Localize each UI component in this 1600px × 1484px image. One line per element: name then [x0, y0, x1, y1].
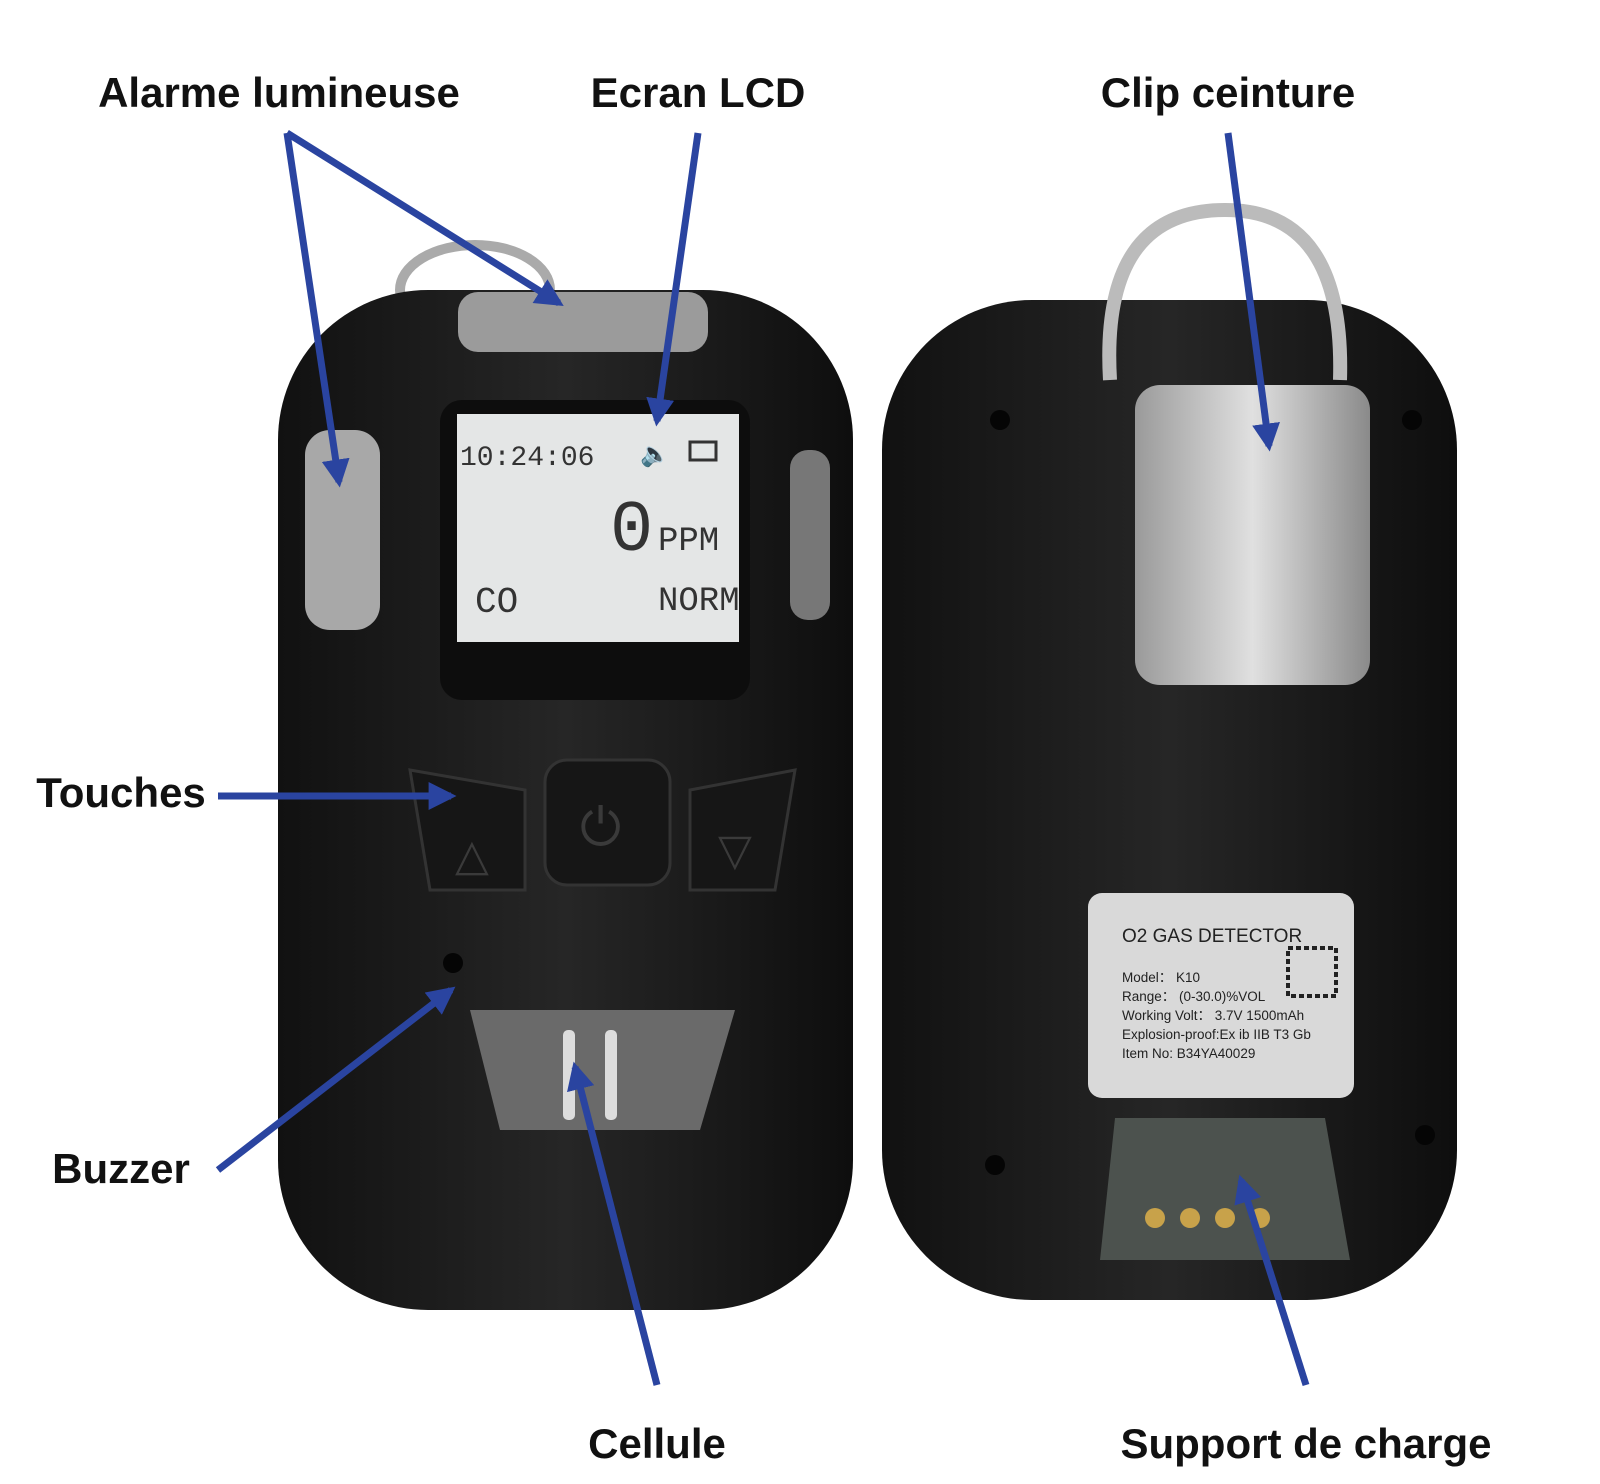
sticker-explosion: Explosion-proof:Ex ib IIB T3 Gb — [1122, 1027, 1311, 1042]
label-cell: Cellule — [588, 1420, 726, 1467]
arrow-lcd — [646, 132, 702, 427]
down-key[interactable] — [688, 768, 797, 892]
sticker-range: Range： (0-30.0)%VOL — [1122, 989, 1266, 1004]
top-light-alarm — [458, 292, 708, 352]
lcd-value: 0 — [610, 490, 653, 572]
sticker-model: Model： K10 — [1122, 970, 1200, 985]
charging-pin — [1215, 1208, 1235, 1228]
lcd-time: 10:24:06 — [460, 443, 594, 474]
detector-back: O2 GAS DETECTOR Model： K10 Range： (0-30.… — [882, 202, 1457, 1300]
power-key[interactable] — [543, 758, 672, 887]
label-buzzer: Buzzer — [52, 1145, 190, 1192]
arrow-light-alarm-top — [285, 130, 564, 306]
label-belt-clip: Clip ceinture — [1101, 69, 1355, 116]
sticker-item: Item No: B34YA40029 — [1122, 1046, 1255, 1061]
lcd-gas: CO — [475, 582, 518, 623]
arrow-buzzer — [215, 986, 456, 1173]
label-lcd-screen: Ecran LCD — [591, 69, 806, 116]
side-light-alarm-right — [790, 450, 830, 620]
label-light-alarm: Alarme lumineuse — [98, 69, 460, 116]
qr-code-icon — [1286, 946, 1338, 998]
arrow-clip — [1224, 132, 1280, 452]
arrow-cell — [567, 1061, 661, 1386]
clip-ring — [1102, 202, 1348, 381]
charging-dock — [1100, 1118, 1350, 1260]
speaker-icon: 🔈 — [640, 442, 670, 468]
arrow-charging — [1234, 1174, 1310, 1387]
up-arrow-icon: △ — [455, 831, 489, 880]
product-sticker — [1088, 893, 1354, 1098]
detector-front: 10:24:06 🔈 0 PPM CO NORM △ ⏻ ▽ — [278, 240, 853, 1310]
callout-arrows — [215, 130, 1310, 1387]
battery-icon — [688, 440, 718, 462]
sticker-title: O2 GAS DETECTOR — [1122, 926, 1302, 947]
arrow-light-alarm-side — [283, 132, 350, 488]
buzzer-hole — [443, 953, 463, 973]
side-light-alarm-left — [305, 430, 380, 630]
lcd-status: NORM — [658, 583, 740, 621]
power-icon: ⏻ — [580, 800, 621, 857]
charging-pin — [1180, 1208, 1200, 1228]
sticker-volt: Working Volt： 3.7V 1500mAh — [1122, 1008, 1304, 1023]
label-charging-support: Support de charge — [1120, 1420, 1491, 1467]
down-arrow-icon: ▽ — [718, 826, 752, 875]
charging-pin — [1145, 1208, 1165, 1228]
belt-clip — [1135, 385, 1370, 685]
lcd-unit: PPM — [658, 523, 719, 561]
keypad: △ ⏻ ▽ — [408, 758, 797, 892]
label-keys: Touches — [36, 769, 206, 816]
sensor-cell — [470, 1010, 735, 1130]
lcd-screen — [457, 414, 739, 642]
